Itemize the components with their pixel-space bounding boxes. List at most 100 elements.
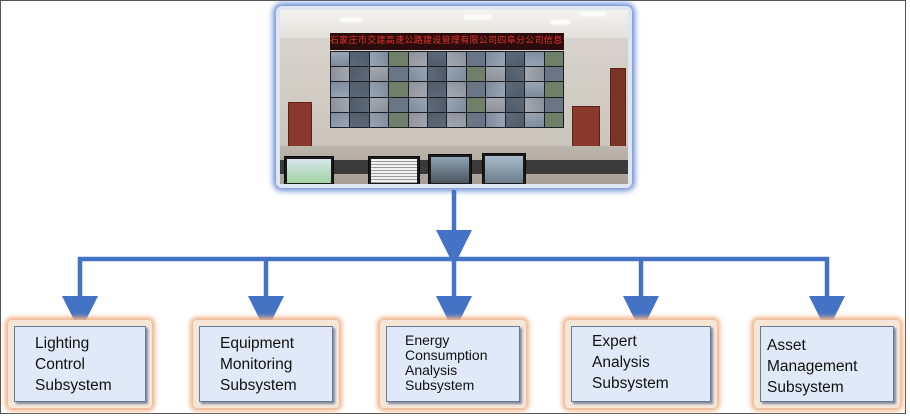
video-feed-tile [486,67,505,82]
video-feed-tile [544,52,563,67]
video-feed-tile [408,67,428,82]
label-line: Equipment [220,335,295,352]
video-feed-tile [331,52,350,67]
subsystem-box-inner: Lighting Control Subsystem [14,326,146,402]
subsystem-box-inner: Expert Analysis Subsystem [571,326,711,402]
label-line: Subsystem [220,377,297,394]
video-feed-tile [331,67,350,82]
video-feed-tile [447,67,466,82]
subsystem-box-inner: Asset Management Subsystem [760,326,894,402]
video-feed-tile [544,67,563,82]
video-feed-tile [466,112,486,127]
video-wall [330,51,564,128]
video-feed-tile [350,82,369,97]
video-feed-tile [505,97,525,112]
label-line: Management [767,358,858,375]
subsystem-box-inner: Equipment Monitoring Subsystem [199,326,333,402]
video-feed-tile [408,112,428,127]
subsystem-box-lighting: Lighting Control Subsystem [8,320,152,408]
video-feed-tile [486,82,505,97]
label-line: Analysis [405,362,458,378]
video-feed-tile [525,67,544,82]
monitor [428,154,472,184]
video-feed-tile [408,97,428,112]
video-feed-tile [466,82,486,97]
video-feed-tile [466,52,486,67]
subsystem-label: Equipment Monitoring Subsystem [220,333,297,396]
video-feed-tile [466,67,486,82]
monitor [284,156,334,184]
video-feed-tile [466,97,486,112]
label-line: Monitoring [220,356,293,373]
label-line: Subsystem [592,375,669,392]
video-feed-tile [389,97,408,112]
label-line: Lighting [35,335,90,352]
ceiling-light [340,18,362,22]
ceiling-light [550,20,570,24]
subsystem-box-equipment: Equipment Monitoring Subsystem [193,320,339,408]
video-feed-tile [369,112,389,127]
video-feed-tile [408,52,428,67]
video-feed-tile [447,97,466,112]
video-feed-tile [544,82,563,97]
video-feed-tile [331,82,350,97]
video-feed-tile [369,82,389,97]
video-feed-tile [331,112,350,127]
video-feed-tile [525,97,544,112]
video-feed-tile [350,97,369,112]
video-feed-tile [544,97,563,112]
video-wall-banner: 石家庄市交建高速公路建设管理有限公司四阜分公司信息调度中心 [330,33,564,50]
video-feed-tile [350,67,369,82]
video-feed-tile [486,97,505,112]
label-line: Control [35,356,85,373]
ceiling-light [580,12,606,16]
subsystem-box-energy: Energy Consumption Analysis Subsystem [380,320,526,408]
video-feed-tile [389,52,408,67]
label-line: Energy [405,332,450,348]
label-line: Expert [592,333,637,350]
video-feed-tile [428,52,447,67]
video-feed-tile [525,112,544,127]
video-feed-tile [447,82,466,97]
video-feed-tile [389,67,408,82]
video-feed-tile [486,112,505,127]
video-feed-tile [428,112,447,127]
subsystem-label: Lighting Control Subsystem [35,333,112,396]
label-line: Subsystem [405,377,475,393]
video-feed-tile [369,67,389,82]
monitor [482,153,526,184]
video-feed-tile [331,97,350,112]
video-feed-tile [369,97,389,112]
video-feed-tile [428,82,447,97]
subsystem-box-asset: Asset Management Subsystem [754,320,900,408]
subsystem-box-expert: Expert Analysis Subsystem [565,320,717,408]
video-feed-tile [428,97,447,112]
video-feed-tile [505,112,525,127]
video-feed-tile [486,52,505,67]
video-feed-tile [447,112,466,127]
video-feed-tile [389,112,408,127]
video-feed-tile [544,112,563,127]
label-line: Consumption [405,347,488,363]
control-center-photo-frame: 石家庄市交建高速公路建设管理有限公司四阜分公司信息调度中心 [276,6,632,188]
subsystem-label: Energy Consumption Analysis Subsystem [405,333,488,393]
video-feed-tile [369,52,389,67]
video-feed-tile [505,67,525,82]
video-feed-tile [525,82,544,97]
video-feed-tile [525,52,544,67]
subsystem-box-inner: Energy Consumption Analysis Subsystem [386,326,520,402]
control-center-photo: 石家庄市交建高速公路建设管理有限公司四阜分公司信息调度中心 [280,10,628,184]
video-feed-tile [447,52,466,67]
video-feed-tile [350,112,369,127]
video-feed-tile [505,52,525,67]
video-feed-tile [389,82,408,97]
video-feed-tile [505,82,525,97]
label-line: Asset [767,337,806,354]
subsystem-label: Asset Management Subsystem [767,335,857,398]
label-line: Subsystem [767,379,844,396]
ceiling-light [464,15,492,19]
subsystem-label: Expert Analysis Subsystem [592,331,669,394]
video-feed-tile [408,82,428,97]
video-feed-tile [350,52,369,67]
